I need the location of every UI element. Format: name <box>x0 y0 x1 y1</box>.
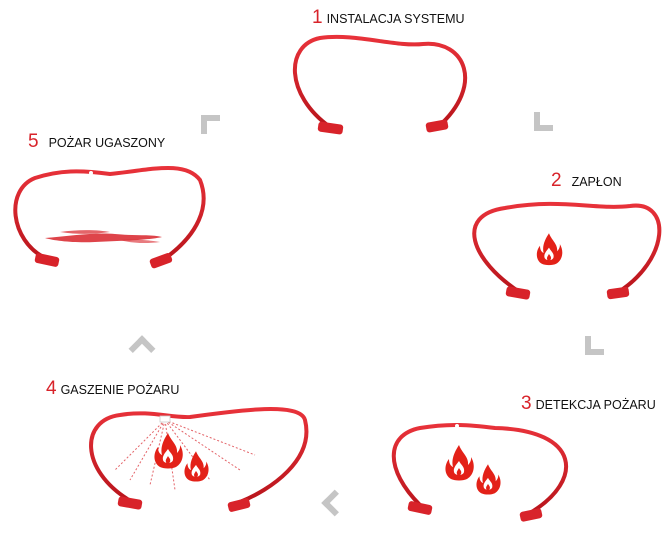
chevron-arrow-icon <box>582 334 606 358</box>
step-2-label: 2 ZAPŁON <box>551 170 622 192</box>
extinguished-smudge <box>45 230 162 244</box>
tube-step-4 <box>89 407 309 512</box>
step-1-text: INSTALACJA SYSTEMU <box>326 12 465 26</box>
tube-step-2 <box>472 201 662 300</box>
step-3-text: DETEKCJA POŻARU <box>535 398 656 412</box>
step-2-number: 2 <box>551 170 562 191</box>
flame-icon <box>445 445 474 481</box>
spray-lines <box>114 419 256 491</box>
step-2-text: ZAPŁON <box>571 175 622 189</box>
step-5-number: 5 <box>28 131 39 152</box>
step-4-text: GASZENIE POŻARU <box>60 383 180 397</box>
step-3-number: 3 <box>521 393 532 414</box>
chevron-arrow-icon <box>531 110 555 134</box>
step-4-number: 4 <box>46 378 57 399</box>
step-5-text: POŻAR UGASZONY <box>48 136 166 150</box>
step-1-number: 1 <box>312 7 323 28</box>
flame-icon <box>536 233 563 266</box>
flame-icon <box>154 433 183 469</box>
tube-step-5 <box>13 165 206 269</box>
flame-icon <box>184 451 209 482</box>
tube-step-3 <box>391 422 568 522</box>
step-5-label: 5 POŻAR UGASZONY <box>28 131 165 153</box>
chevron-arrow-icon <box>198 112 222 136</box>
tube-step-1 <box>293 34 468 135</box>
flame-icon <box>476 464 501 495</box>
